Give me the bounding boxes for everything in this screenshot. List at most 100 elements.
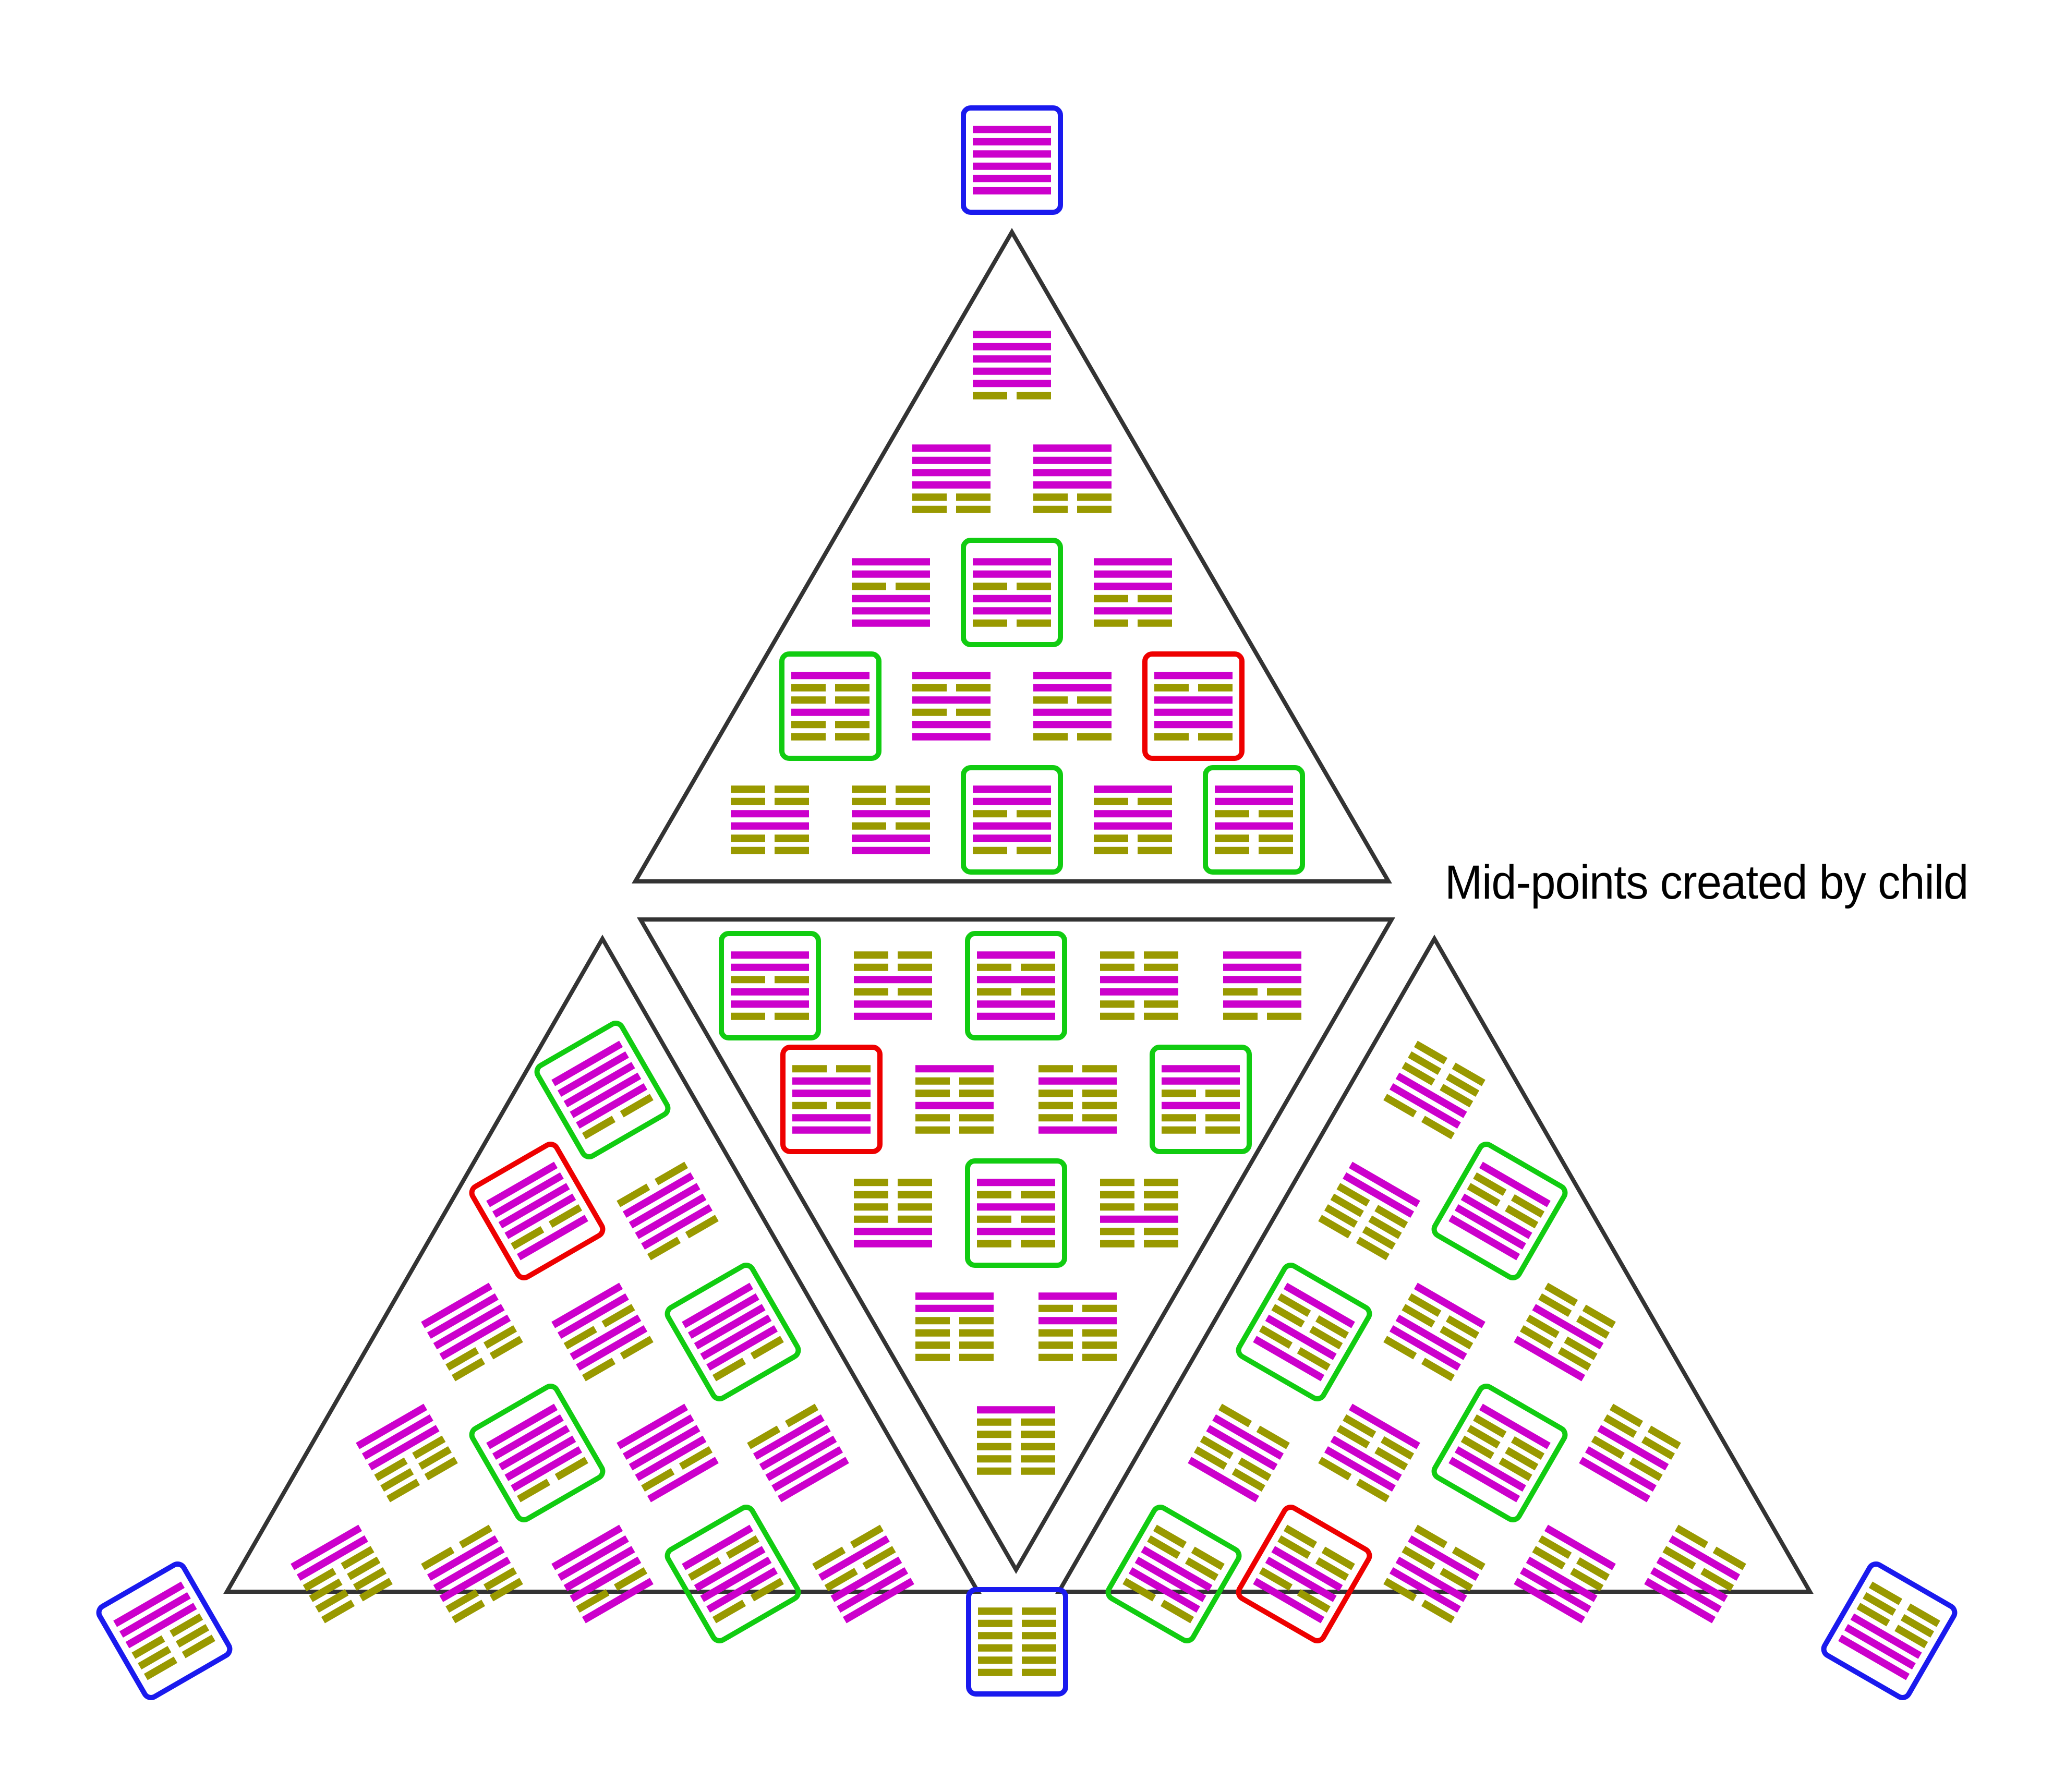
yang-line (647, 1457, 719, 1503)
yang-line (1850, 1613, 1922, 1659)
yin-line (359, 1578, 393, 1602)
yin-line (1038, 1065, 1073, 1073)
left-hexagram-3-1 (469, 1384, 606, 1522)
left-hexagram-4-0 (291, 1524, 393, 1624)
yin-line (973, 846, 1007, 854)
yang-line (1395, 1556, 1467, 1602)
yin-line (1144, 963, 1178, 971)
yang-line (498, 1183, 570, 1229)
yang-line (973, 797, 1051, 805)
yang-line (682, 1282, 754, 1328)
yang-line (1395, 1072, 1467, 1118)
yin-line (1077, 696, 1112, 704)
yin-line (1022, 1632, 1056, 1640)
upper-triangle-outline (632, 228, 1392, 883)
yang-line (1038, 1317, 1117, 1325)
yin-line (1038, 1353, 1073, 1361)
yang-line (1033, 456, 1112, 464)
yin-line (896, 785, 930, 793)
left-hexagram-4-3 (665, 1505, 801, 1643)
yin-line (959, 1317, 994, 1325)
middle-hexagram-0-0 (719, 931, 821, 1040)
yang-line (973, 162, 1051, 170)
yang-line (1253, 1336, 1325, 1382)
yang-line (1154, 672, 1233, 680)
yin-line (1122, 1578, 1156, 1602)
yin-line (1641, 1436, 1675, 1460)
yang-line (1414, 1282, 1486, 1328)
yin-line (1038, 1329, 1073, 1337)
yin-line (712, 1600, 746, 1624)
yin-line (1564, 1336, 1598, 1360)
yin-line (451, 1358, 486, 1382)
yin-line (1038, 1089, 1073, 1097)
yin-line (1238, 1457, 1272, 1481)
yang-line (791, 708, 869, 716)
yin-line (1868, 1581, 1903, 1605)
yin-line (775, 785, 809, 793)
yin-line (1629, 1457, 1663, 1481)
yin-line (1570, 1568, 1604, 1592)
yin-line (973, 810, 1007, 818)
yin-line (1609, 1403, 1644, 1427)
middle-hexagram-1-0 (780, 1045, 883, 1154)
yin-line (1100, 1228, 1134, 1236)
yang-line (973, 834, 1051, 842)
yang-line (1253, 1578, 1325, 1624)
yin-line (1094, 846, 1128, 854)
yang-line (852, 619, 930, 627)
yang-line (1206, 1425, 1278, 1471)
yang-line (1519, 1567, 1591, 1613)
midpoint-frame (965, 931, 1067, 1040)
yin-line (1356, 1237, 1390, 1261)
yang-line (977, 1406, 1055, 1414)
yang-line (368, 1425, 440, 1471)
yang-line (1223, 951, 1301, 959)
yin-line (850, 1524, 884, 1548)
yin-line (1077, 733, 1112, 741)
yin-line (685, 1215, 719, 1239)
yang-line (1283, 1282, 1355, 1328)
yin-line (1421, 1600, 1455, 1624)
midpoint-frame (665, 1263, 801, 1401)
yin-line (1336, 1425, 1370, 1449)
yin-line (1440, 1326, 1474, 1350)
right-hexagram-3-0 (1188, 1403, 1290, 1503)
child-frame (1236, 1505, 1372, 1643)
yin-line (1231, 1468, 1265, 1492)
yin-line (1094, 595, 1128, 602)
yang-line (1100, 988, 1178, 996)
yang-line (973, 558, 1051, 566)
yin-line (1445, 1315, 1480, 1339)
yin-line (915, 1114, 950, 1122)
yang-line (854, 976, 932, 984)
yang-line (1330, 1435, 1402, 1481)
yang-line (973, 595, 1051, 602)
yin-line (1082, 1304, 1117, 1312)
yang-line (731, 963, 809, 971)
middle-hexagram-0-3 (1100, 951, 1178, 1020)
yin-line (1021, 988, 1055, 996)
yin-line (1408, 1051, 1442, 1075)
yin-line (679, 1446, 713, 1470)
midpoint-frame (1431, 1384, 1568, 1522)
yin-line (1205, 1089, 1240, 1097)
yang-line (912, 672, 991, 680)
yang-line (973, 380, 1051, 388)
yang-line (551, 1524, 623, 1570)
yin-line (775, 797, 809, 805)
yin-line (1383, 1336, 1417, 1360)
yang-line (1094, 607, 1172, 615)
yang-line (427, 1293, 499, 1339)
yin-line (1267, 988, 1301, 996)
yin-line (1100, 1179, 1134, 1186)
yin-line (792, 1065, 827, 1073)
yang-line (791, 672, 869, 680)
yin-line (973, 619, 1007, 627)
yin-line (731, 797, 765, 805)
upper-hexagram-2-0 (852, 558, 930, 627)
yin-line (836, 1065, 871, 1073)
yang-line (1838, 1634, 1910, 1680)
yang-line (1033, 444, 1112, 452)
upper-hexagram-4-1 (852, 785, 930, 854)
